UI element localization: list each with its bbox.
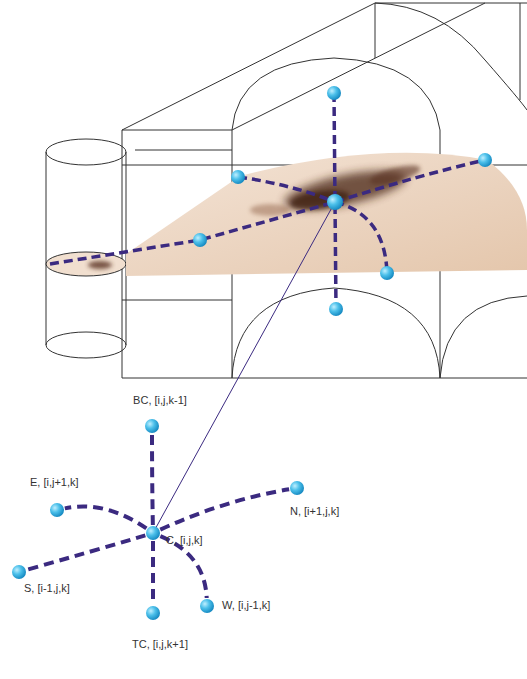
stencil-link [150, 434, 155, 525]
point-label: C, [i,j,k] [166, 534, 203, 547]
stencil-link [151, 541, 155, 605]
stencil-link [27, 535, 146, 570]
grid-point: BC, [i,j,k-1] [145, 419, 159, 433]
point-dot [50, 503, 64, 517]
point-label: BC, [i,j,k-1] [133, 394, 187, 407]
point-dot [146, 606, 160, 620]
point-label: N, [i+1,j,k] [290, 505, 339, 518]
point-dot [200, 599, 214, 613]
point-label: E, [i,j+1,k] [30, 476, 79, 489]
stencil-link [65, 506, 147, 528]
grid-point: W, [i,j-1,k] [200, 599, 214, 613]
point-dot [146, 526, 160, 540]
point-label: TC, [i,j,k+1] [132, 638, 188, 651]
grid-point: E, [i,j+1,k] [50, 503, 64, 517]
point-dot [12, 565, 26, 579]
point-dot [290, 481, 304, 495]
point-dot [145, 419, 159, 433]
grid-point: S, [i-1,j,k] [12, 565, 26, 579]
grid-point: C, [i,j,k] [146, 526, 160, 540]
stencil-link [160, 489, 289, 529]
point-label: W, [i,j-1,k] [222, 599, 270, 612]
grid-point: N, [i+1,j,k] [290, 481, 304, 495]
grid-point: TC, [i,j,k+1] [146, 606, 160, 620]
point-label: S, [i-1,j,k] [24, 582, 70, 595]
